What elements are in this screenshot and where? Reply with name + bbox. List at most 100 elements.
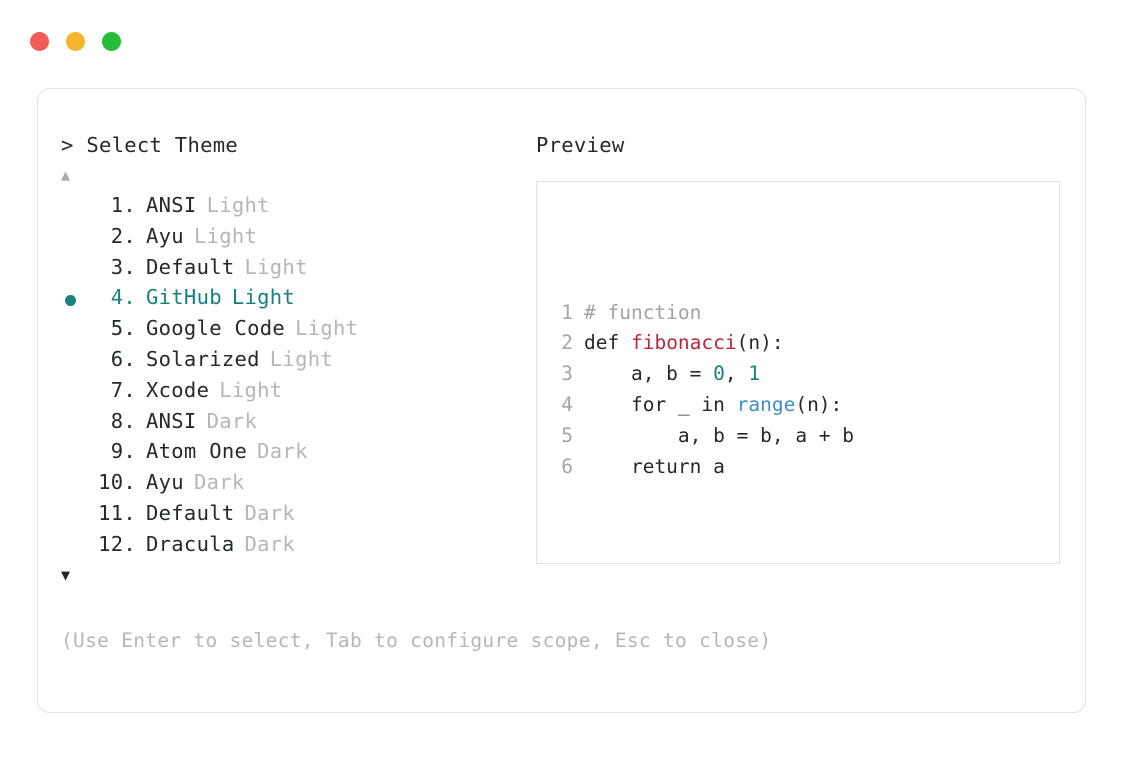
close-icon[interactable] (30, 32, 49, 51)
prompt-label: Select Theme (86, 133, 239, 157)
theme-item-variant: Light (295, 316, 359, 341)
code-token: def (584, 331, 631, 355)
selection-bullet-cell (61, 501, 88, 532)
theme-item-name: Atom One (146, 439, 248, 464)
code-token: 0 (713, 362, 725, 386)
theme-item-variant: Light (269, 346, 333, 371)
theme-item-variant: Light (206, 193, 270, 217)
theme-item-name: Default (146, 500, 235, 525)
theme-item-variant: Light (231, 285, 296, 310)
selection-bullet-cell (61, 193, 88, 224)
selection-bullet-cell (61, 470, 88, 501)
theme-item-number: 10. (98, 470, 136, 495)
selection-bullet-cell (61, 224, 88, 255)
theme-item-number: 2. (110, 223, 136, 248)
selection-bullet-cell (61, 439, 88, 470)
scroll-down-icon[interactable]: ▼ (61, 565, 71, 584)
theme-item-name: Ayu (146, 223, 184, 248)
selection-bullet-cell (61, 409, 88, 440)
theme-item-name: GitHub (146, 285, 222, 310)
code-line: 6 return a (553, 452, 887, 483)
code-line-text: a, b = 0, 1 (584, 359, 760, 390)
theme-item-variant: Dark (244, 531, 296, 556)
code-token: (n): (736, 331, 784, 355)
theme-list-item[interactable]: 11. Default Dark (61, 501, 531, 532)
theme-item-number: 4. (110, 285, 136, 310)
maximize-icon[interactable] (102, 32, 121, 51)
code-token: 1 (748, 362, 761, 386)
page-title (74, 133, 87, 157)
theme-item-variant: Dark (193, 470, 245, 495)
line-number: 5 (561, 423, 573, 447)
minimize-icon[interactable] (66, 32, 85, 51)
theme-item-number: 9. (110, 439, 136, 464)
theme-item-name: ANSI (146, 408, 197, 433)
theme-item-number: 3. (110, 254, 136, 279)
theme-list-item[interactable]: 7. Xcode Light (61, 378, 531, 409)
code-token: fibonacci (630, 331, 737, 355)
theme-item-number: 7. (110, 377, 136, 402)
code-token: range (736, 392, 796, 416)
code-token: a, b = b, a + b (584, 423, 855, 447)
code-token: for _ in (584, 392, 737, 416)
theme-item-number: 5. (110, 316, 136, 341)
selection-bullet-cell (61, 347, 88, 378)
theme-item-name: Default (146, 254, 235, 279)
code-line-text: a, b = b, a + b (584, 421, 854, 452)
selection-bullet-cell (61, 316, 88, 347)
keyboard-hint: (Use Enter to select, Tab to configure s… (61, 629, 772, 652)
theme-item-name: Dracula (146, 531, 235, 556)
code-line-text: def fibonacci(n): (584, 328, 784, 359)
theme-item-name: Google Code (146, 316, 286, 341)
theme-item-name: Xcode (146, 377, 210, 402)
code-line: 5 a, b = b, a + b (553, 421, 887, 452)
scroll-up-icon[interactable]: ▲ (61, 166, 71, 184)
theme-list-item[interactable]: 2. Ayu Light (61, 224, 531, 255)
code-line: 4 for _ in range(n): (553, 390, 887, 421)
code-token: a, b = (584, 362, 714, 386)
theme-list-item[interactable]: 9. Atom One Dark (61, 439, 531, 470)
selection-bullet-cell (61, 285, 88, 316)
theme-list-item[interactable]: 4. GitHub Light (61, 285, 531, 316)
code-token: return a (584, 454, 725, 478)
theme-item-variant: Dark (244, 500, 296, 525)
theme-list-item[interactable]: 8. ANSI Dark (61, 409, 531, 440)
theme-item-name: Ayu (146, 470, 184, 495)
theme-item-variant: Light (219, 377, 283, 402)
prompt-caret-icon: > (61, 133, 74, 157)
theme-item-variant: Light (193, 223, 258, 248)
code-line: 1 # function (553, 298, 887, 329)
theme-item-variant: Dark (257, 439, 308, 464)
theme-item-variant: Dark (206, 408, 258, 433)
code-token: (n): (795, 392, 843, 416)
code-token: , (724, 362, 749, 386)
theme-item-name: Solarized (146, 346, 260, 371)
code-token: # function (584, 300, 702, 324)
prompt-header: > Select Theme (61, 131, 531, 159)
theme-item-number: 8. (110, 408, 136, 433)
line-number: 3 (561, 362, 573, 386)
code-line: 3 a, b = 0, 1 (553, 359, 887, 390)
theme-item-number: 11. (98, 500, 136, 525)
line-number: 1 (561, 300, 573, 324)
theme-list-item[interactable]: 10. Ayu Dark (61, 470, 531, 501)
theme-list-item[interactable]: 5. Google Code Light (61, 316, 531, 347)
code-line-text: for _ in range(n): (584, 390, 842, 421)
theme-item-number: 1. (110, 193, 136, 217)
preview-label: Preview (536, 133, 625, 157)
selected-bullet-icon (65, 295, 76, 307)
code-line-text: return a (584, 452, 725, 483)
selection-bullet-cell (61, 532, 88, 563)
line-number: 4 (561, 392, 573, 416)
